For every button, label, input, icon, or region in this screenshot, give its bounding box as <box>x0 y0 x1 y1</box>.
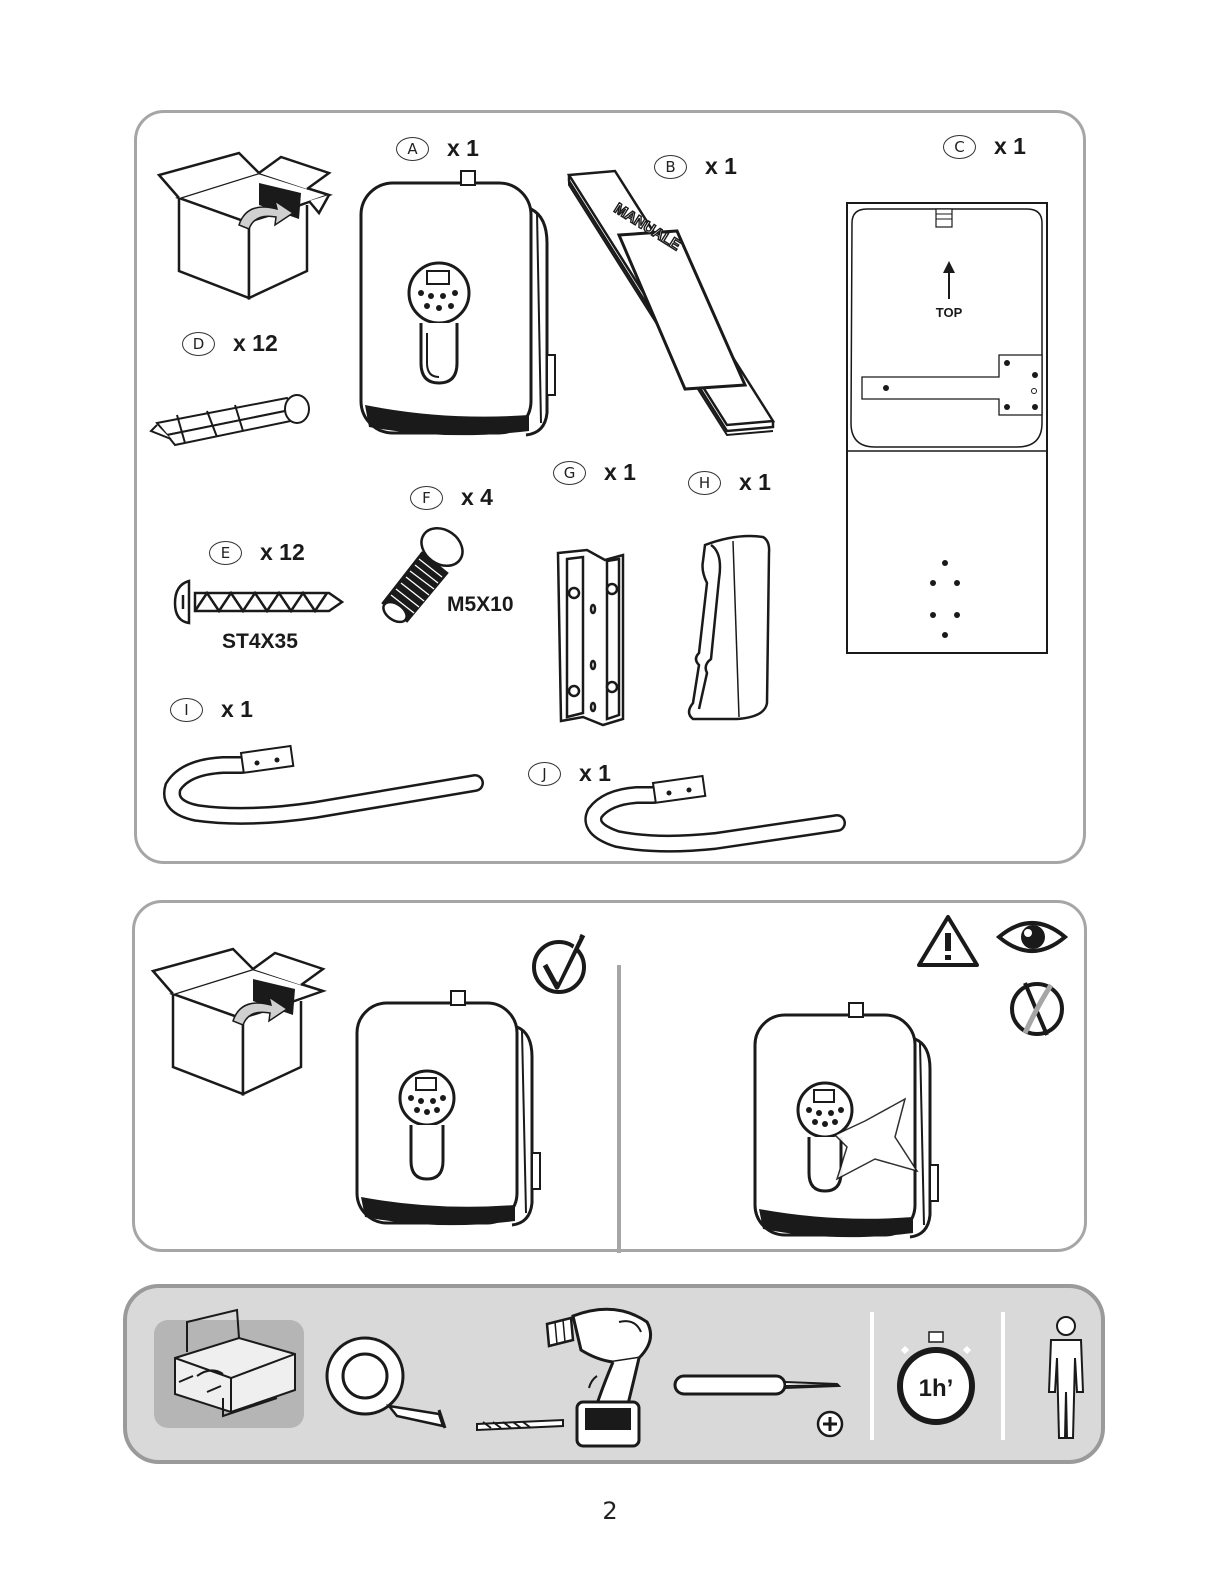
screw-e <box>175 581 342 623</box>
item-letter: A <box>396 137 429 161</box>
item-quantity: x 1 <box>994 133 1026 160</box>
page-number: 2 <box>590 1497 630 1525</box>
heater-damaged <box>755 1003 938 1237</box>
heater-intact <box>357 991 540 1225</box>
item-quantity: x 12 <box>233 330 278 357</box>
item-quantity: x 1 <box>705 153 737 180</box>
box-open-icon <box>153 949 323 1094</box>
item-letter: G <box>553 461 586 485</box>
template-direction-text: TOP <box>936 305 963 320</box>
screw-spec: ST4X35 <box>222 630 298 653</box>
wall-plug-d <box>151 395 309 445</box>
item-label-h: H x 1 <box>688 469 771 496</box>
item-quantity: x 1 <box>579 760 611 787</box>
eye-icon <box>999 923 1065 951</box>
item-quantity: x 1 <box>221 696 253 723</box>
screwdriver-icon <box>675 1376 839 1394</box>
manual-b: MANUALE <box>569 171 773 435</box>
tools-illustrations: 1h’ <box>127 1288 1109 1468</box>
cover-h <box>689 536 769 719</box>
item-letter: H <box>688 471 721 495</box>
contents-illustrations: MANUALE TOP <box>137 113 1089 867</box>
item-quantity: x 1 <box>447 135 479 162</box>
item-label-a: A x 1 <box>396 135 479 162</box>
phillips-icon <box>818 1412 842 1436</box>
item-label-c: C x 1 <box>943 133 1026 160</box>
hose-j <box>593 776 837 844</box>
contents-panel: MANUALE TOP <box>134 110 1086 864</box>
item-letter: D <box>182 332 215 356</box>
time-estimate: 1h’ <box>919 1375 954 1402</box>
item-label-f: F x 4 <box>410 484 493 511</box>
item-label-d: D x 12 <box>182 330 278 357</box>
item-quantity: x 4 <box>461 484 493 511</box>
check-icon <box>534 935 584 992</box>
item-letter: B <box>654 155 687 179</box>
tools-panel: 1h’ <box>123 1284 1105 1464</box>
box-open-icon <box>159 153 329 298</box>
item-letter: I <box>170 698 203 722</box>
item-letter: C <box>943 135 976 159</box>
inspection-divider <box>617 965 621 1253</box>
item-quantity: x 1 <box>739 469 771 496</box>
crossed-eye-icon <box>1012 983 1062 1035</box>
item-label-b: B x 1 <box>654 153 737 180</box>
item-label-g: G x 1 <box>553 459 636 486</box>
item-label-i: I x 1 <box>170 696 253 723</box>
wall-bracket-g <box>558 550 623 725</box>
item-label-j: J x 1 <box>528 760 611 787</box>
item-letter: E <box>209 541 242 565</box>
item-quantity: x 1 <box>604 459 636 486</box>
inspection-illustrations <box>135 903 1090 1255</box>
hose-i <box>172 746 475 816</box>
inspection-panel <box>132 900 1087 1252</box>
drill-bit-icon <box>477 1420 563 1430</box>
person-icon <box>1049 1317 1083 1438</box>
heater-unit-a <box>361 171 555 435</box>
item-letter: J <box>528 762 561 786</box>
cutter-icon <box>154 1310 304 1428</box>
bolt-spec: M5X10 <box>447 593 514 616</box>
warning-icon <box>919 917 977 965</box>
template-sheet-c: TOP <box>847 203 1047 653</box>
item-letter: F <box>410 486 443 510</box>
item-label-e: E x 12 <box>209 539 305 566</box>
item-quantity: x 12 <box>260 539 305 566</box>
tape-measure-icon <box>327 1338 445 1428</box>
